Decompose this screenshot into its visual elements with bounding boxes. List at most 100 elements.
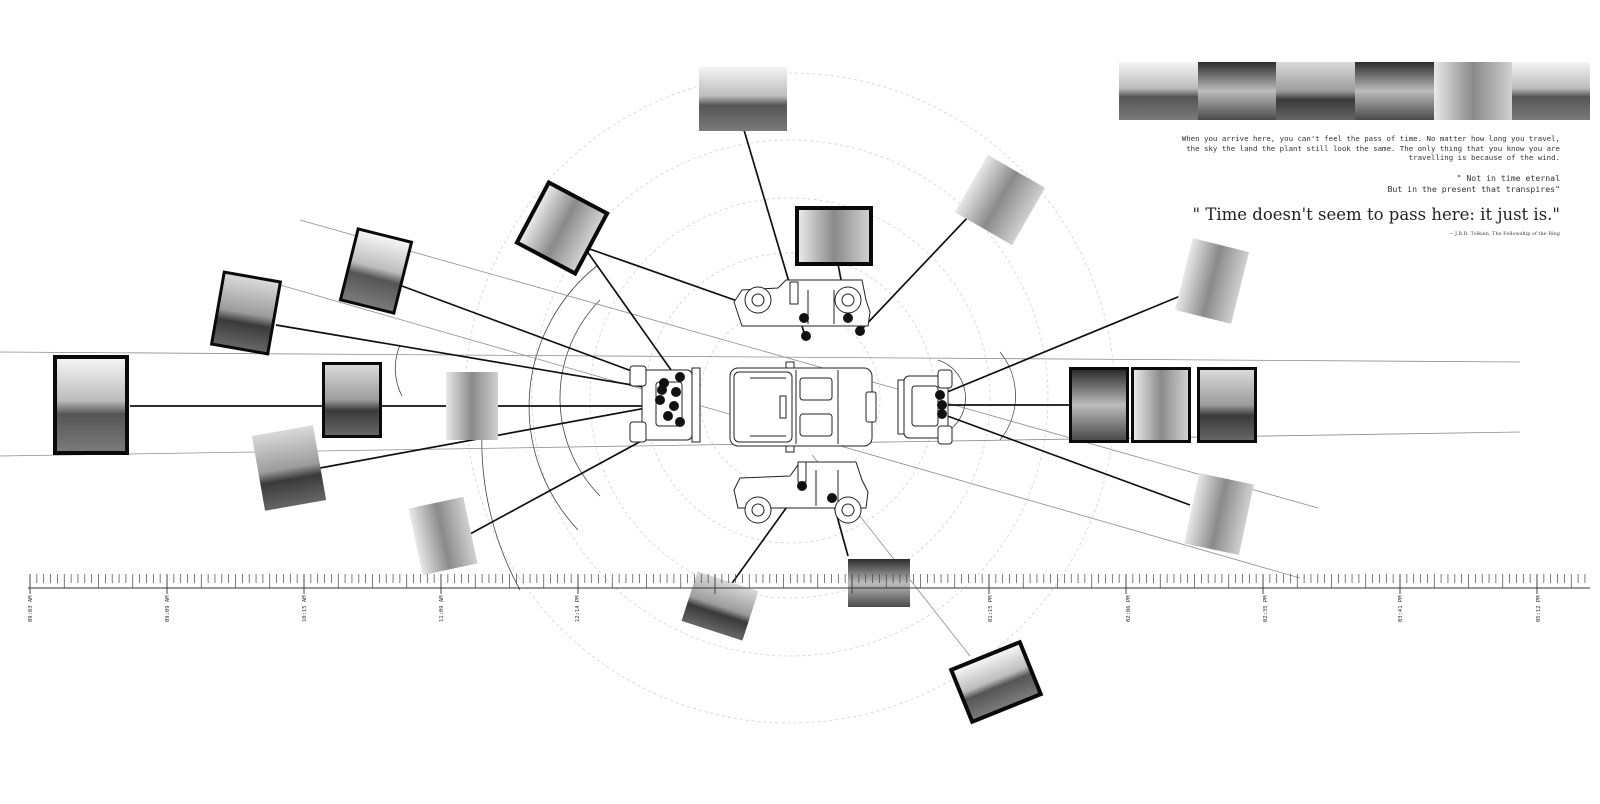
connector (583, 246, 677, 378)
photo-image (681, 571, 759, 641)
quote-verse-line: But in the present that transpires" (1387, 183, 1560, 194)
photo (848, 559, 910, 607)
jeep-top-view (729, 361, 877, 453)
viewpoint-dot (663, 411, 673, 421)
photo (681, 571, 759, 641)
photo (1174, 238, 1250, 324)
jeep-mirror-r (785, 445, 795, 453)
viewpoint-dot (655, 395, 665, 405)
viewpoint-dot (669, 401, 679, 411)
viewpoint-dot (675, 417, 685, 427)
viewpoint-dot (671, 387, 681, 397)
panorama-strip (1119, 62, 1590, 120)
timeline-label-text: 09:03 AM (28, 595, 34, 623)
sight-line-a (299, 219, 1319, 509)
timeline-label: 09:09 AM (163, 582, 177, 623)
viewpoint-dot (937, 409, 947, 419)
photo (795, 206, 873, 266)
jeep-mirror-l (785, 361, 795, 369)
photo-gallery (53, 67, 1257, 725)
connector (939, 291, 1191, 396)
timeline-label-text: 03:41 PM (1398, 595, 1404, 623)
jeep-side-wheel-rear-hub (841, 293, 855, 307)
photo-image (1174, 238, 1250, 324)
jeep-side-view-top (733, 279, 871, 327)
timeline-label: 10:15 AM (300, 582, 314, 623)
photo-image (953, 644, 1039, 720)
quote-verse-line: " Not in time eternal (1456, 172, 1560, 183)
timeline-label-text: 02:35 PM (1263, 595, 1269, 623)
timeline-label: 02:35 PM (1261, 582, 1275, 623)
ring-4 (531, 139, 1049, 657)
photo-image (57, 359, 125, 451)
jeep-side-windshield (797, 461, 807, 483)
jeep-side-wheel-front-hub (751, 293, 765, 307)
quote-verse: " Not in time eternal But in the present… (1180, 173, 1560, 195)
jeep-side-windshield (789, 281, 799, 305)
viewpoint-dot (675, 372, 685, 382)
photo-image (251, 425, 327, 511)
panorama-tile (1355, 62, 1434, 120)
timeline-label: 03:41 PM (1396, 582, 1410, 623)
photo-image (799, 210, 869, 262)
panorama-tile (1198, 62, 1276, 120)
photo (954, 154, 1046, 246)
jeep-vent (779, 395, 787, 419)
timeline-label-text: 12:14 PM (575, 595, 581, 623)
jeep-rear-tire-top (937, 369, 953, 389)
viewpoint-dot (937, 400, 947, 410)
jeep-rear-window (911, 385, 939, 427)
road-edge-top (0, 351, 1521, 363)
photo-image (446, 372, 498, 440)
photo-image (848, 559, 910, 607)
timeline-label: 12:14 PM (573, 582, 587, 623)
ring-3 (589, 197, 991, 599)
timeline-label-text: 10:15 AM (302, 595, 308, 623)
photo-image (1072, 370, 1126, 440)
photo (1197, 367, 1257, 443)
quote-citation: — J.R.R. Tolkien, The Fellowship of the … (1448, 230, 1560, 237)
arc-right-2 (999, 351, 1016, 441)
timeline-label-text: 01:15 PM (988, 595, 994, 623)
viewpoint-dot (799, 313, 809, 323)
time-ruler (28, 574, 1590, 594)
jeep-side-wheel-rear-hub (841, 503, 855, 517)
photo-image (1184, 472, 1254, 556)
connector (941, 413, 1191, 506)
quote-paragraph: When you arrive here, you can't feel the… (1181, 134, 1560, 163)
timeline-label-text: 05:12 PM (1536, 595, 1542, 623)
photo (1069, 367, 1129, 443)
viewpoint-markers (655, 313, 947, 503)
arc-left-2 (528, 264, 599, 531)
viewpoint-dot (657, 385, 667, 395)
connector (401, 285, 665, 384)
timeline-label: 09:03 AM (26, 582, 40, 623)
photo-image (325, 365, 379, 435)
jeep-front-tire-bottom (629, 421, 647, 443)
photo (209, 270, 283, 356)
photo (1131, 367, 1191, 443)
jeep-rear-bar (897, 379, 905, 435)
viewpoint-dot (797, 481, 807, 491)
photo-image (519, 185, 605, 271)
jeep-seat-left (799, 377, 833, 401)
timeline-label: 11:09 AM (437, 582, 451, 623)
timeline-label: 01:15 PM (986, 582, 1000, 623)
photo-image (1200, 370, 1254, 440)
quote-main: " Time doesn't seem to pass here: it jus… (1192, 204, 1560, 224)
jeep-side-wheel-front-hub (751, 503, 765, 517)
panorama-tile (1276, 62, 1355, 120)
photo (514, 179, 610, 277)
photo (446, 372, 498, 440)
photo (53, 355, 129, 455)
jeep-front-tire-top (629, 365, 647, 387)
viewpoint-dot (855, 326, 865, 336)
timeline-label: 05:12 PM (1534, 582, 1548, 623)
viewpoint-dot (843, 313, 853, 323)
photo-image (342, 230, 410, 312)
photo (338, 227, 414, 315)
photo (1184, 472, 1254, 556)
timeline-label-text: 02:06 PM (1126, 595, 1132, 623)
